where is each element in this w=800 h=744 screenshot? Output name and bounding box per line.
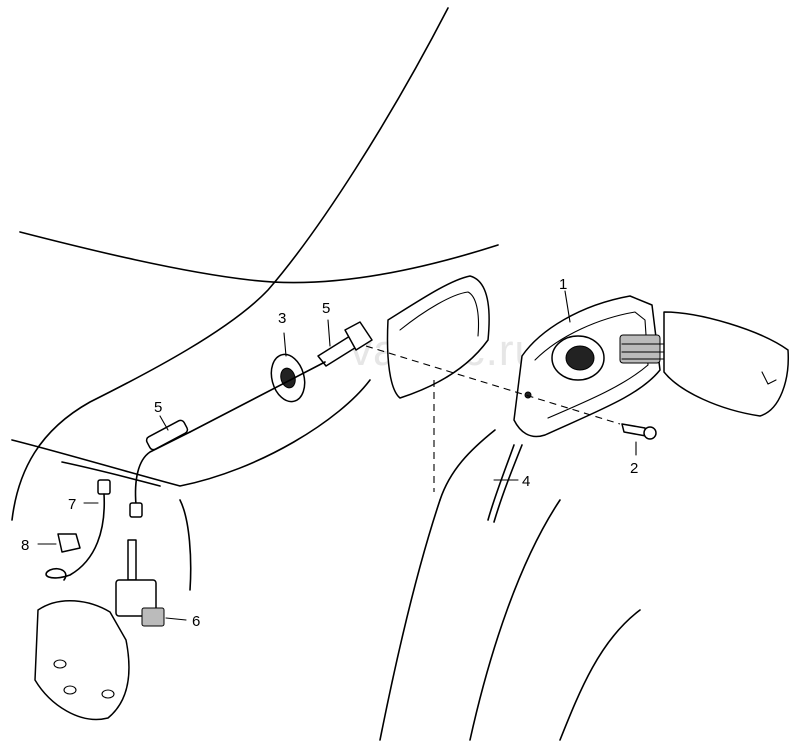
clip — [57, 533, 81, 553]
callout-8: 8 — [21, 537, 29, 554]
car-body-outline — [11, 7, 641, 741]
screw — [621, 423, 657, 440]
callout-5-pin: 5 — [322, 300, 330, 317]
wire-loop — [45, 479, 111, 581]
callout-6: 6 — [192, 613, 200, 630]
callout-5-cable: 5 — [154, 399, 162, 416]
leader-lines — [37, 290, 637, 621]
alignment-lines — [365, 345, 621, 492]
release-cable — [129, 361, 326, 518]
rubber-cup — [386, 275, 490, 399]
callout-4: 4 — [522, 473, 530, 490]
callout-1: 1 — [559, 276, 567, 293]
drain-hose — [487, 444, 523, 523]
callout-2: 2 — [630, 460, 638, 477]
callout-3: 3 — [278, 310, 286, 327]
release-pin — [317, 321, 373, 367]
actuator-motor — [34, 539, 165, 721]
callout-7: 7 — [68, 496, 76, 513]
fuel-filler-housing — [513, 295, 691, 438]
fuel-door-flap — [663, 311, 789, 417]
grommet — [270, 353, 306, 403]
